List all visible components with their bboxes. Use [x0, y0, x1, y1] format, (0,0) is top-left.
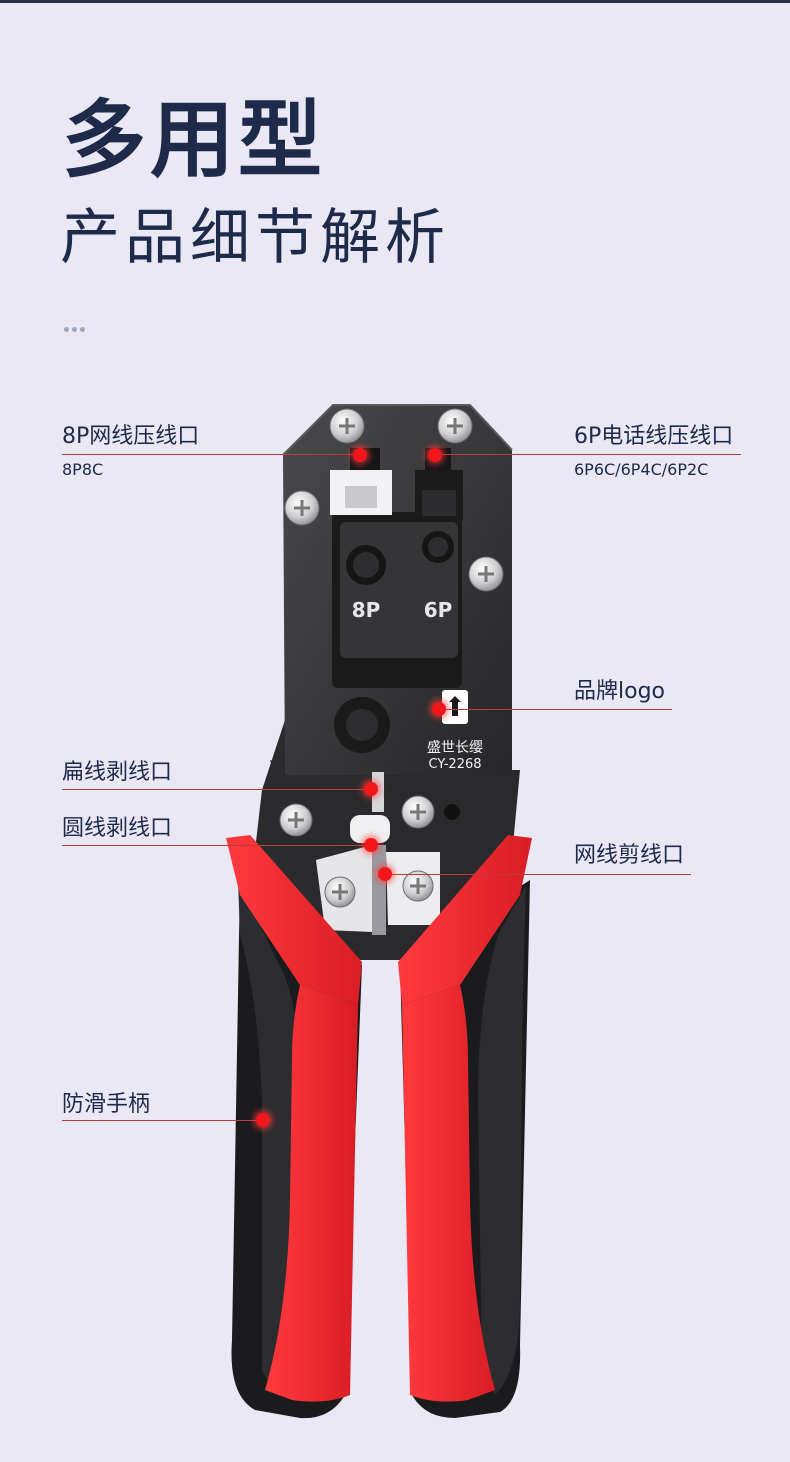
right-handle [398, 835, 532, 1418]
round-strip-slot [350, 815, 390, 843]
callout-leader-6p-port [438, 454, 741, 455]
callout-leader-flat-strip [62, 789, 377, 790]
callout-label-6p-port: 6P电话线压线口 [574, 424, 734, 449]
callout-marker-cable-cut [378, 867, 392, 881]
callout-leader-grip [62, 1120, 262, 1121]
callout-marker-flat-strip [364, 782, 378, 796]
page-title: 多用型 [62, 91, 327, 189]
callout-sublabel-6p-port: 6P6C/6P4C/6P2C [574, 460, 709, 479]
callout-label-round-strip: 圆线剥线口 [62, 816, 173, 841]
callout-marker-8p-port [353, 448, 367, 462]
callout-sublabel-8p-port: 8P8C [62, 460, 104, 479]
callout-label-flat-strip: 扁线剥线口 [62, 760, 173, 785]
left-handle [226, 835, 362, 1419]
callout-leader-round-strip [62, 845, 372, 846]
flat-strip-slot [372, 772, 384, 812]
callout-leader-8p-port [62, 454, 360, 455]
callout-marker-logo [432, 702, 446, 716]
callout-marker-grip [256, 1113, 270, 1127]
callout-label-cable-cut: 网线剪线口 [574, 843, 685, 868]
brand-name: 盛世长缨 [427, 740, 483, 756]
screw-group [279, 408, 504, 908]
callout-leader-cable-cut [386, 874, 691, 875]
page-subtitle: 产品细节解析 [60, 203, 450, 273]
top-border [0, 0, 790, 3]
decorative-dots [64, 327, 85, 332]
callout-label-logo: 品牌logo [574, 679, 665, 704]
callout-marker-round-strip [364, 838, 378, 852]
port-8p-marking: 8P [352, 598, 381, 622]
callout-label-grip: 防滑手柄 [62, 1092, 151, 1117]
port-6p-marking: 6P [424, 598, 453, 622]
callout-marker-6p-port [428, 448, 442, 462]
callout-leader-logo [442, 709, 672, 710]
callout-label-8p-port: 8P网线压线口 [62, 424, 200, 449]
model-number: CY-2268 [428, 757, 481, 772]
